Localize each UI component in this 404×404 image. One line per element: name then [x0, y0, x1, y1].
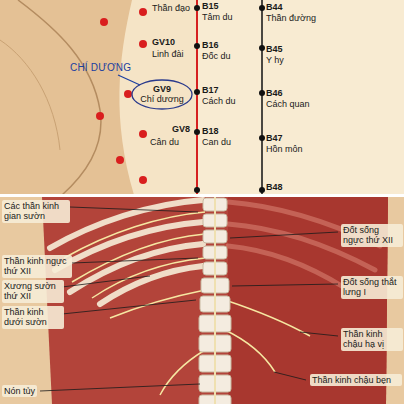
art-shape: [274, 372, 306, 380]
art-shape: [194, 187, 200, 193]
art-shape: [225, 330, 275, 372]
point-name: Cân du: [150, 137, 179, 147]
art-shape: [259, 45, 265, 51]
point-code: B15: [202, 1, 219, 11]
point-code: B16: [202, 40, 219, 50]
point-name: Y hy: [266, 55, 284, 65]
art-shape: [259, 90, 265, 96]
art-shape: [62, 276, 150, 287]
art-shape: [40, 207, 338, 391]
anatomy-label: Nón tủy: [2, 385, 37, 397]
art-shape: [72, 258, 198, 263]
art-shape: [0, 0, 134, 195]
art-shape: [40, 384, 200, 391]
art-shape: [0, 0, 404, 195]
art-shape: [198, 0, 404, 195]
anatomy-label: Thần kinh ngực thứ XII: [2, 255, 72, 278]
point-name: Đốc du: [202, 51, 231, 61]
point-name: Cách du: [202, 96, 236, 106]
circled-point: GV9Chí dương: [131, 79, 193, 110]
point-name: Thần đạo: [152, 3, 190, 13]
anatomy-label: Thần kinh dưới sườn: [2, 306, 64, 329]
art-shape: [160, 350, 205, 395]
point-code: B45: [266, 44, 283, 54]
point-code: B17: [202, 85, 219, 95]
art-shape: [0, 40, 60, 150]
point-code: GV9: [131, 84, 193, 94]
art-shape: [62, 300, 196, 314]
point-name: Tâm du: [202, 12, 233, 22]
art-shape: [100, 18, 108, 26]
back-chart: [0, 0, 404, 195]
point-code: B46: [266, 88, 283, 98]
art-shape: [194, 5, 200, 11]
art-shape: [96, 8, 147, 184]
art-shape: [139, 176, 147, 184]
art-shape: [194, 89, 200, 95]
art-shape: [214, 197, 216, 404]
art-shape: [261, 0, 263, 195]
point-name: Can du: [202, 137, 231, 147]
art-shape: [64, 212, 310, 395]
art-shape: [225, 300, 310, 336]
art-shape: [72, 234, 205, 282]
art-shape: [259, 135, 265, 141]
anatomy-label: Các thần kinh gian sườn: [2, 200, 70, 223]
anatomy-label: Đốt sống thắt lưng I: [341, 276, 403, 299]
art-shape: [118, 75, 140, 85]
point-name: Hồn môn: [266, 144, 303, 154]
art-shape: [0, 194, 404, 197]
art-shape: [228, 246, 345, 288]
art-shape: [194, 5, 265, 193]
art-shape: [139, 130, 147, 138]
point-name: Chí dương: [131, 94, 193, 104]
point-code: GV8: [172, 124, 190, 134]
art-shape: [18, 0, 101, 195]
ellipse-shape: [132, 80, 192, 109]
point-code: B47: [266, 133, 283, 143]
point-name: Cách quan: [266, 99, 310, 109]
art-shape: [96, 112, 104, 120]
art-shape: [194, 129, 200, 135]
anatomy-label: Thần kinh chậu hạ vị: [341, 328, 403, 351]
art-shape: [194, 43, 200, 49]
anatomy-label: Thần kinh chậu bẹn: [310, 374, 402, 386]
point-code: GV10: [152, 37, 175, 47]
art-shape: [92, 258, 205, 298]
callout-title: CHÍ DƯƠNG: [70, 62, 131, 74]
spine-anatomy: [0, 197, 404, 404]
art-shape: [300, 332, 338, 336]
art-shape: [199, 198, 231, 404]
art-shape: [0, 197, 404, 404]
point-code: B48: [266, 182, 283, 192]
anatomy-label: Xương sườn thứ XII: [2, 280, 64, 303]
art-shape: [139, 40, 147, 48]
anatomy-label: Đốt sống ngực thứ XII: [341, 224, 403, 247]
art-shape: [259, 187, 265, 193]
art-shape: [42, 197, 388, 404]
art-shape: [116, 156, 124, 164]
art-shape: [259, 5, 265, 11]
point-code: B44: [266, 2, 283, 12]
point-name: Linh đài: [152, 49, 184, 59]
art-shape: [139, 8, 147, 16]
art-shape: [232, 284, 338, 286]
art-shape: [196, 0, 198, 195]
point-name: Thần đường: [266, 13, 316, 23]
point-code: B18: [202, 126, 219, 136]
art-shape: [230, 232, 338, 238]
art-shape: [124, 90, 132, 98]
art-shape: [70, 207, 198, 212]
